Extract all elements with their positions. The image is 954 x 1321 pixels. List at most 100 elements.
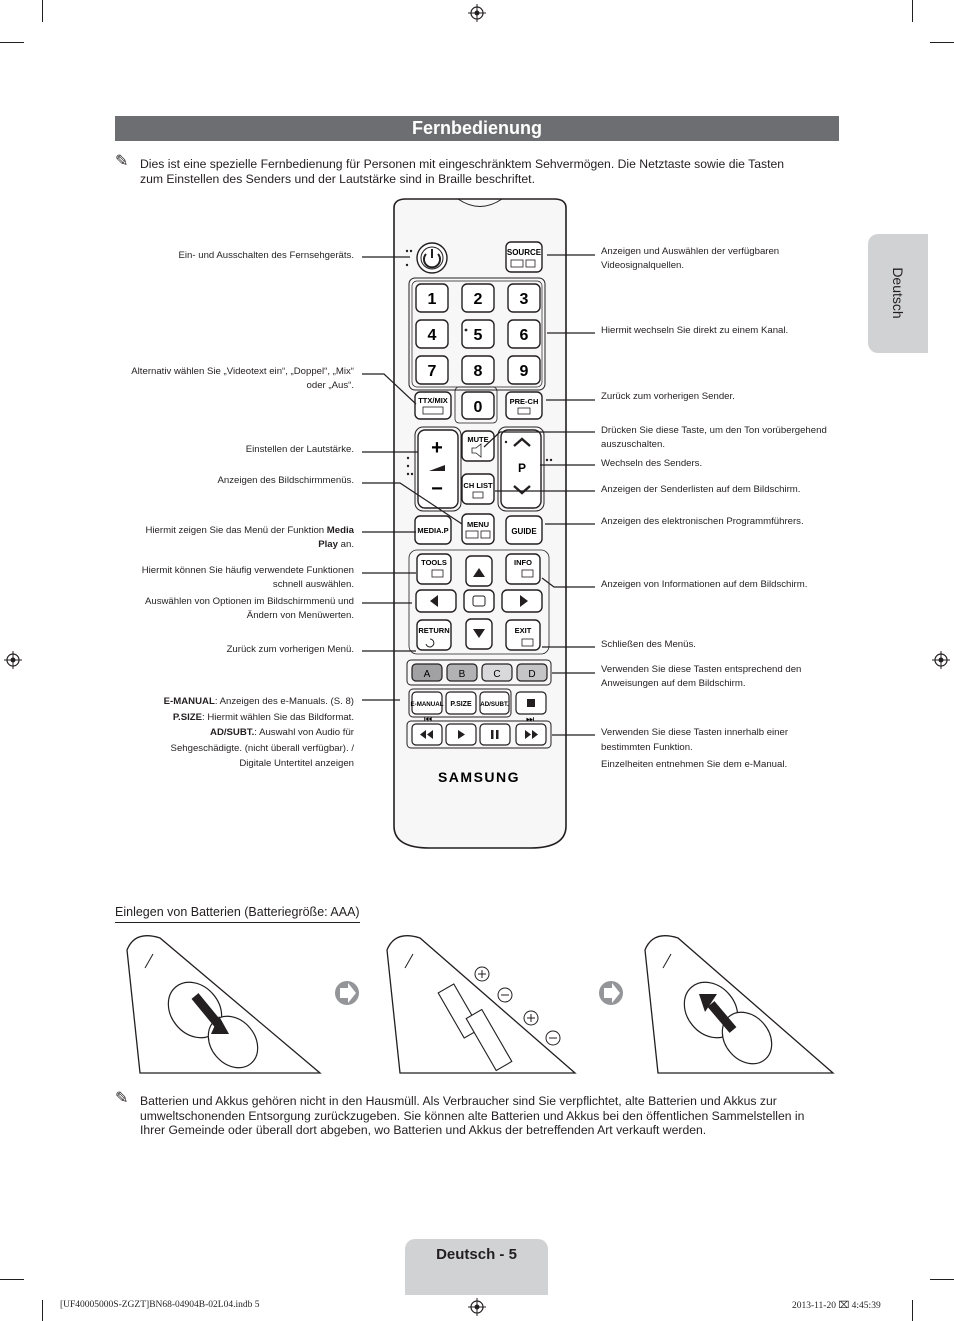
page-title: Fernbedienung	[115, 116, 839, 141]
digit-7-button[interactable]	[415, 355, 449, 385]
digit-6-button[interactable]	[507, 319, 541, 349]
digit-3-button[interactable]	[507, 283, 541, 313]
crop-mark	[930, 42, 954, 43]
digit-5-label: 5	[474, 327, 483, 344]
label-pre-ch: Zurück zum vorherigen Sender.	[601, 391, 735, 402]
digit-9-label: 9	[520, 363, 529, 380]
media-p-button[interactable]	[414, 515, 452, 545]
menu-button[interactable]	[461, 513, 495, 545]
return-label: RETURN	[418, 626, 449, 635]
crop-mark	[930, 1279, 954, 1280]
digit-0-button[interactable]	[461, 391, 495, 420]
svg-text:⏭: ⏭	[526, 714, 534, 724]
battery-step-3-illustration	[644, 935, 835, 1074]
arrow-right-circle-icon	[599, 981, 623, 1005]
menu-label: MENU	[467, 520, 489, 529]
registration-mark-icon	[468, 4, 486, 22]
digit-8-button[interactable]	[461, 355, 495, 385]
color-key-b-button[interactable]	[446, 663, 478, 682]
slug-file-info: [UF40005000S-ZGZT]BN68-04904B-02L04.indb…	[60, 1300, 260, 1310]
battery-note: Batterien und Akkus gehören nicht in den…	[140, 1094, 805, 1137]
label-mute: Drücken Sie diese Taste, um den Ton vorü…	[601, 425, 827, 450]
e-manual-label: E-MANUAL	[411, 701, 444, 708]
label-return: Zurück zum vorherigen Menü.	[226, 644, 354, 655]
color-key-a-button[interactable]	[411, 663, 443, 682]
ch-list-button[interactable]	[461, 473, 495, 505]
digit-8-label: 8	[474, 363, 483, 380]
exit-button[interactable]	[505, 619, 541, 651]
label-volume: Einstellen der Lautstärke.	[245, 444, 354, 455]
color-key-c-label: C	[493, 669, 500, 680]
digit-1-button[interactable]	[415, 283, 449, 313]
language-side-tab: Deutsch	[868, 234, 928, 353]
tools-button[interactable]	[416, 553, 452, 585]
color-keys: A B C D	[411, 663, 548, 682]
volume-minus-icon: −	[431, 478, 443, 500]
slug-timestamp: 2013-11-20 ⌧ 4:45:39	[792, 1301, 881, 1311]
label-color-keys: Verwenden Sie diese Tasten entsprechend …	[601, 664, 802, 689]
channel-p-label: P	[518, 461, 526, 475]
color-key-c-button[interactable]	[481, 663, 513, 682]
color-key-d-button[interactable]	[516, 663, 548, 682]
svg-text:⏮: ⏮	[424, 714, 432, 724]
channel-rocker[interactable]	[500, 429, 542, 509]
return-button[interactable]	[416, 619, 452, 651]
arrow-right-circle-icon	[335, 981, 359, 1005]
crop-mark	[42, 0, 43, 22]
label-info: Anzeigen von Informationen auf dem Bilds…	[601, 579, 808, 590]
ttx-mix-button[interactable]	[414, 391, 452, 420]
color-key-a-label: A	[424, 669, 431, 680]
ad-subt-button[interactable]	[479, 691, 510, 715]
battery-heading: Einlegen von Batterien (Batteriegröße: A…	[115, 905, 360, 923]
crop-mark	[42, 1300, 43, 1321]
digit-5-button[interactable]	[461, 319, 495, 349]
exit-label: EXIT	[515, 626, 532, 635]
guide-label: GUIDE	[511, 527, 537, 536]
digit-2-button[interactable]	[461, 283, 495, 313]
registration-mark-icon	[932, 651, 950, 669]
digit-6-label: 6	[520, 327, 529, 344]
pause-button[interactable]	[479, 723, 511, 746]
digit-4-button[interactable]	[415, 319, 449, 349]
e-manual-button[interactable]	[411, 691, 443, 715]
color-key-d-label: D	[528, 669, 535, 680]
label-ttx-line2: oder „Aus“.	[306, 380, 354, 391]
mute-label: MUTE	[467, 435, 488, 444]
label-channel: Wechseln des Senders.	[601, 458, 703, 469]
label-tools: Hiermit können Sie häufig verwendete Fun…	[141, 565, 354, 590]
label-source: Anzeigen und Auswählen der verfügbaren V…	[601, 246, 780, 271]
nav-enter-button[interactable]	[463, 589, 495, 613]
label-exit: Schließen des Menüs.	[601, 639, 696, 650]
tools-label: TOOLS	[421, 558, 447, 567]
digit-9-button[interactable]	[507, 355, 541, 385]
samsung-logo: SAMSUNG	[438, 769, 520, 785]
label-media-p: Hiermit zeigen Sie das Menü der Funktion…	[145, 525, 354, 550]
label-power: Ein- und Ausschalten des Fernsehgeräts.	[178, 250, 354, 261]
battery-illustration	[126, 935, 835, 1074]
crop-mark	[912, 1300, 913, 1321]
intro-note: Dies ist eine spezielle Fernbedienung fü…	[140, 157, 785, 186]
color-key-b-label: B	[459, 669, 466, 680]
digit-0-label: 0	[474, 399, 483, 416]
registration-mark-icon	[468, 1298, 486, 1316]
label-emanual-group: E-MANUAL: Anzeigen des e-Manuals. (S. 8)…	[163, 696, 354, 769]
source-button[interactable]	[505, 241, 543, 273]
media-p-label: MEDIA.P	[417, 526, 448, 535]
p-size-button[interactable]	[445, 691, 477, 715]
volume-plus-icon: +	[431, 437, 443, 459]
info-button[interactable]	[505, 553, 541, 585]
label-navigation: Auswählen von Optionen im Bildschirmmenü…	[144, 596, 354, 621]
page-number: Deutsch - 5	[405, 1239, 548, 1295]
ch-list-label: CH LIST	[463, 481, 493, 490]
guide-button[interactable]	[505, 515, 543, 545]
source-label: SOURCE	[507, 248, 542, 257]
pencil-note-icon: ✎	[115, 153, 129, 170]
label-ttx: Alternativ wählen Sie „Videotext ein“, „…	[100, 365, 354, 393]
digit-7-label: 7	[428, 363, 437, 380]
digit-2-label: 2	[474, 291, 483, 308]
label-playback: Verwenden Sie diese Tasten innerhalb ein…	[601, 727, 789, 770]
pre-ch-button[interactable]	[505, 391, 543, 420]
digit-4-label: 4	[428, 327, 437, 344]
